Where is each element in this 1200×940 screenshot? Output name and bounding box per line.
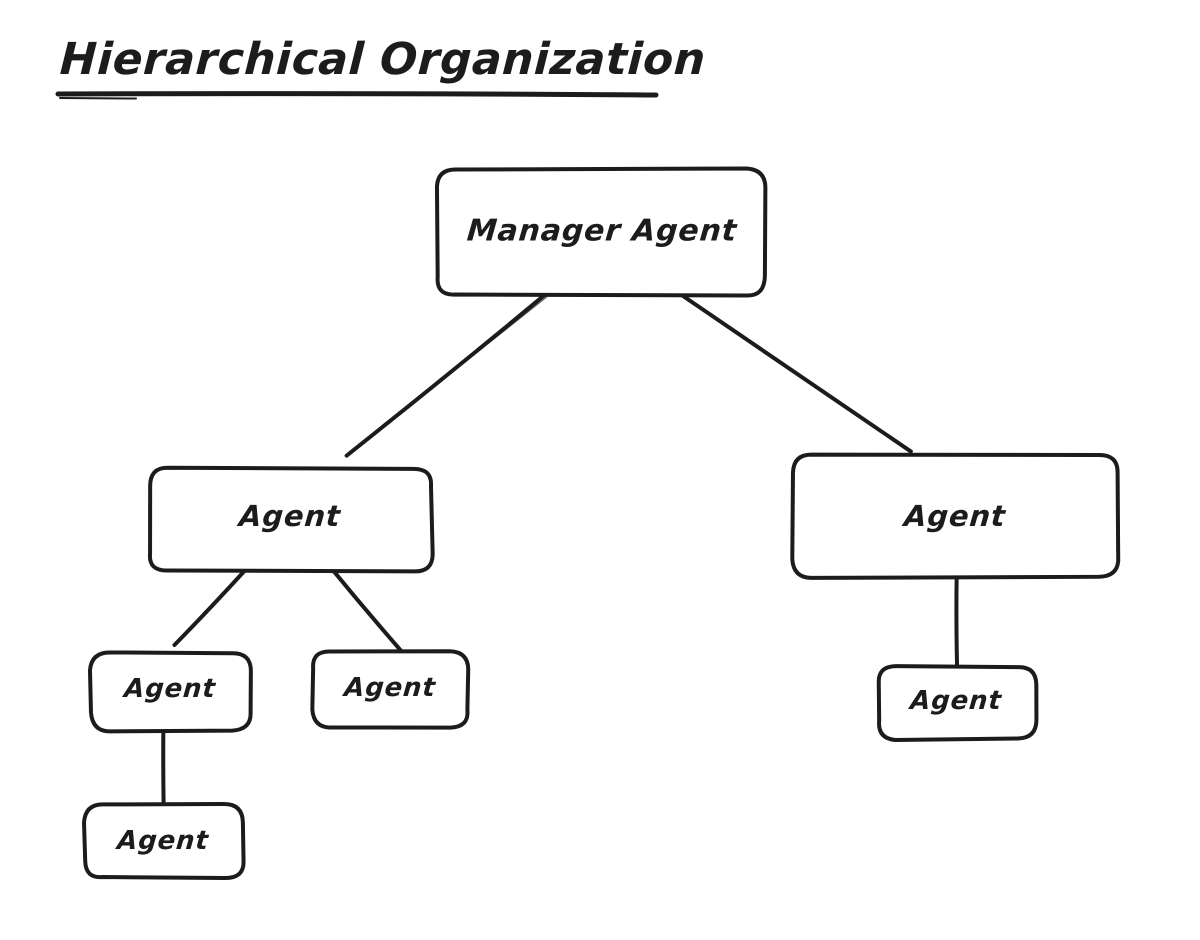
node-agent-right[interactable]	[790, 452, 1121, 580]
node-agent-leaf[interactable]	[82, 802, 246, 880]
node-agent-left-child-2-outline	[310, 649, 471, 730]
page-title: Hierarchical Organization	[58, 34, 708, 85]
node-agent-leaf-hitbox[interactable]	[85, 803, 242, 877]
node-agent-right-child-1[interactable]	[876, 664, 1039, 743]
node-manager[interactable]	[434, 166, 768, 298]
node-agent-left-child-1-fill	[90, 652, 251, 731]
node-agent-right-outline	[790, 452, 1121, 580]
node-agent-right-child-1-fill	[878, 665, 1036, 740]
edge-agent-left-child-2	[328, 565, 403, 653]
node-agent-right-hitbox[interactable]	[793, 455, 1118, 578]
node-agent-left-child-2-fill	[312, 652, 469, 727]
edge-manager-agent-left	[344, 291, 549, 458]
edge-manager-agent-right-sketch-echo	[682, 295, 913, 452]
node-manager-hitbox[interactable]	[437, 168, 767, 294]
node-agent-leaf-outline	[82, 802, 246, 880]
node-agent-left-outline	[147, 465, 435, 574]
node-agent-left-child-2[interactable]	[310, 649, 471, 730]
node-agent-right-child-1-hitbox[interactable]	[878, 665, 1035, 740]
node-agent-leaf-fill	[84, 802, 242, 877]
edge-manager-agent-left-sketch-echo	[347, 294, 550, 456]
node-agent-left-hitbox[interactable]	[148, 468, 432, 572]
node-agent-right-fill	[793, 454, 1119, 579]
node-agent-left-fill	[147, 468, 433, 573]
node-agent-left-child-1[interactable]	[87, 650, 253, 734]
node-agent-left-child-2-hitbox[interactable]	[313, 653, 468, 727]
node-manager-fill	[436, 167, 767, 294]
node-agent-right-child-1-outline	[876, 664, 1039, 743]
node-manager-outline	[434, 166, 768, 298]
title-underline	[55, 91, 659, 100]
edge-agent-left-child-1	[172, 567, 248, 648]
title-underline-sketch-echo	[59, 97, 137, 100]
edge-agent-right-child-1	[954, 574, 960, 668]
node-agent-left-child-1-outline	[87, 650, 253, 734]
node-agent-left[interactable]	[147, 465, 435, 574]
title-underline-stroke	[55, 91, 659, 98]
node-agent-left-child-1-hitbox[interactable]	[91, 652, 250, 730]
nodes-layer	[82, 166, 1121, 880]
edges-layer	[161, 291, 960, 805]
